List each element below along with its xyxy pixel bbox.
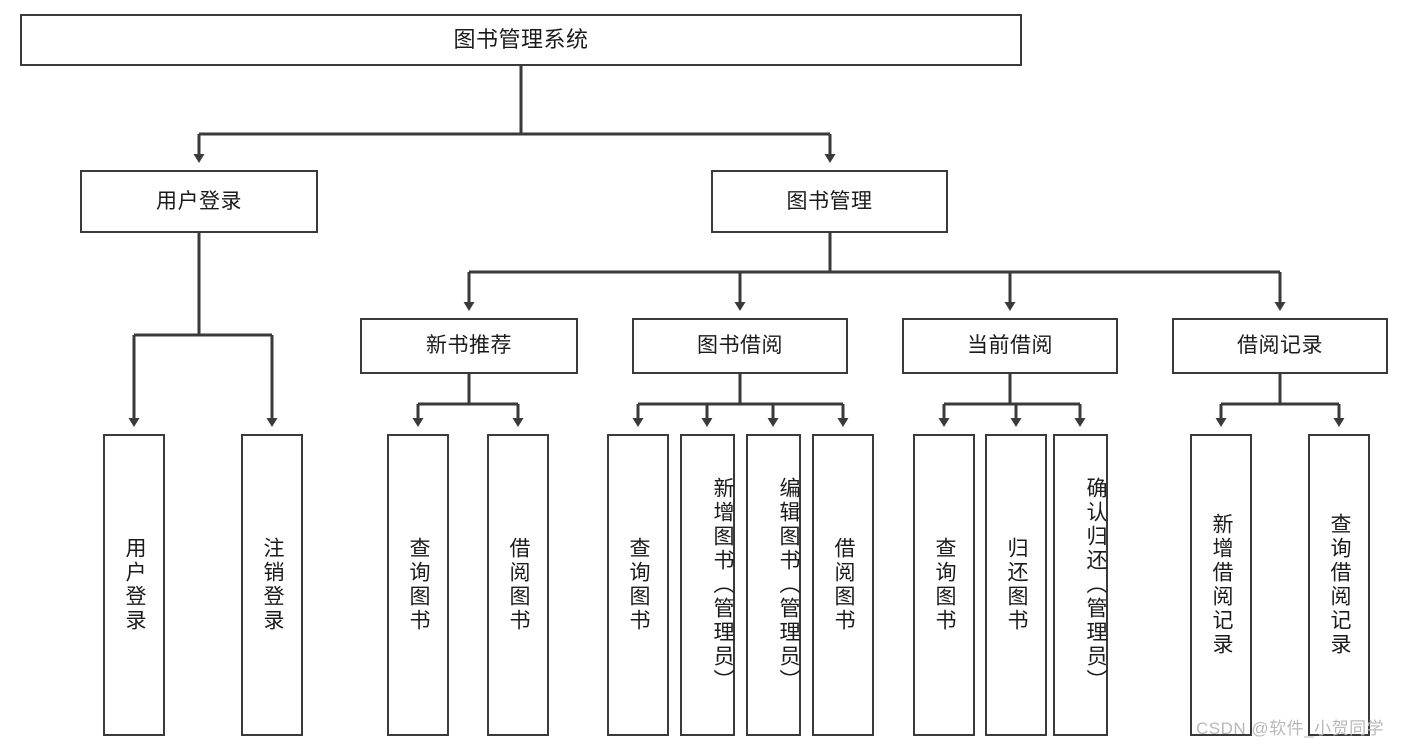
node-book-manage[interactable]: 图书管理 <box>711 170 948 233</box>
node-leaf-add-book[interactable]: 新增图书（管理员） <box>680 434 735 736</box>
node-leaf-borrow-book-label: 借阅图书 <box>832 537 856 633</box>
node-leaf-borrow-book[interactable]: 借阅图书 <box>812 434 874 736</box>
node-leaf-query-book-recommend[interactable]: 查询图书 <box>387 434 449 736</box>
node-root-label: 图书管理系统 <box>453 26 589 52</box>
csdn-watermark: CSDN @软件_小贺同学 <box>1196 719 1385 738</box>
node-leaf-query-book-recommend-label: 查询图书 <box>407 537 431 633</box>
node-leaf-confirm-return[interactable]: 确认归还（管理员） <box>1053 434 1108 736</box>
node-user-login-label: 用户登录 <box>156 189 242 213</box>
node-leaf-confirm-return-label: 确认归还（管理员） <box>1084 477 1107 693</box>
node-leaf-query-book-current-label: 查询图书 <box>933 537 957 633</box>
node-user-login[interactable]: 用户登录 <box>80 170 318 233</box>
node-leaf-user-login[interactable]: 用户登录 <box>103 434 165 736</box>
node-leaf-edit-book[interactable]: 编辑图书（管理员） <box>746 434 801 736</box>
node-leaf-add-book-label: 新增图书（管理员） <box>711 477 734 693</box>
node-leaf-logout-label: 注销登录 <box>261 537 285 633</box>
node-leaf-borrow-book-recommend[interactable]: 借阅图书 <box>487 434 549 736</box>
node-root[interactable]: 图书管理系统 <box>20 14 1022 66</box>
node-book-borrow-label: 图书借阅 <box>697 334 783 358</box>
node-leaf-add-borrow-record-label: 新增借阅记录 <box>1210 513 1234 657</box>
node-leaf-query-book-borrow-label: 查询图书 <box>627 537 651 633</box>
node-leaf-query-borrow-record[interactable]: 查询借阅记录 <box>1308 434 1370 736</box>
node-leaf-edit-book-label: 编辑图书（管理员） <box>777 477 800 693</box>
node-leaf-query-borrow-record-label: 查询借阅记录 <box>1328 513 1352 657</box>
node-book-borrow[interactable]: 图书借阅 <box>632 318 848 374</box>
node-current-borrow-label: 当前借阅 <box>967 334 1053 358</box>
node-leaf-logout[interactable]: 注销登录 <box>241 434 303 736</box>
node-leaf-query-book-current[interactable]: 查询图书 <box>913 434 975 736</box>
node-current-borrow[interactable]: 当前借阅 <box>902 318 1118 374</box>
node-leaf-add-borrow-record[interactable]: 新增借阅记录 <box>1190 434 1252 736</box>
node-new-book-recommend-label: 新书推荐 <box>426 334 512 358</box>
node-leaf-user-login-label: 用户登录 <box>123 537 147 633</box>
node-book-manage-label: 图书管理 <box>786 189 873 213</box>
node-borrow-record[interactable]: 借阅记录 <box>1172 318 1388 374</box>
node-borrow-record-label: 借阅记录 <box>1237 334 1323 358</box>
node-leaf-query-book-borrow[interactable]: 查询图书 <box>607 434 669 736</box>
node-leaf-return-book-label: 归还图书 <box>1005 537 1029 633</box>
node-leaf-borrow-book-recommend-label: 借阅图书 <box>507 537 531 633</box>
node-new-book-recommend[interactable]: 新书推荐 <box>360 318 578 374</box>
node-leaf-return-book[interactable]: 归还图书 <box>985 434 1047 736</box>
